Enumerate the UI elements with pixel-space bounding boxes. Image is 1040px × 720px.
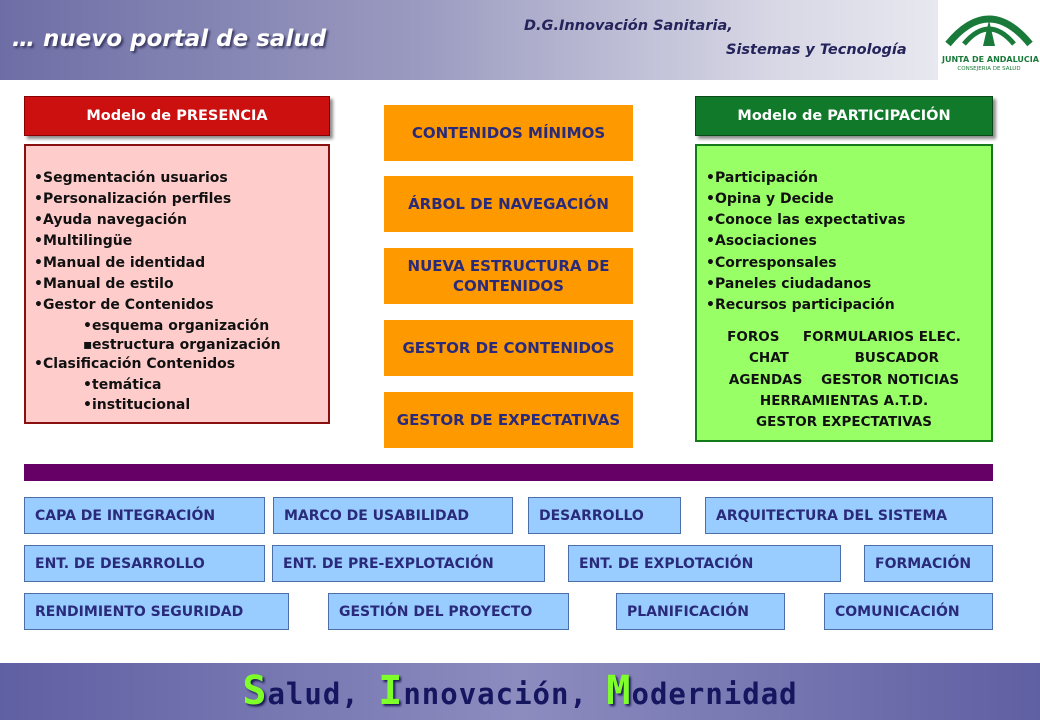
list-item: •Conoce las expectativas xyxy=(706,212,906,228)
tool-line: GESTOR EXPECTATIVAS xyxy=(756,414,932,430)
junta-andalucia-logo-icon xyxy=(945,15,1033,47)
gestor-expectativas-box: GESTOR DE EXPECTATIVAS xyxy=(384,392,633,448)
tag-planificacion: PLANIFICACIÓN xyxy=(616,593,785,630)
footer-motto: Salud, Innovación, Modernidad xyxy=(242,668,798,714)
list-item: •Recursos participación xyxy=(706,297,895,313)
participacion-panel xyxy=(695,144,993,442)
list-item: •Opina y Decide xyxy=(706,191,834,207)
tag-ent-explotacion: ENT. DE EXPLOTACIÓN xyxy=(568,545,841,582)
gestor-contenidos-box: GESTOR DE CONTENIDOS xyxy=(384,320,633,376)
tool-line: HERRAMIENTAS A.T.D. xyxy=(759,393,929,409)
footer-banner xyxy=(0,663,1040,720)
list-item: •Segmentación usuarios xyxy=(34,170,228,186)
header-banner xyxy=(0,0,1040,80)
list-item: •Manual de estilo xyxy=(34,276,174,292)
list-item: •Manual de identidad xyxy=(34,255,206,271)
participacion-model-header: Modelo de PARTICIPACIÓN xyxy=(695,96,993,136)
tag-capa-integracion: CAPA DE INTEGRACIÓN xyxy=(24,497,265,534)
contenidos-minimos-box: CONTENIDOS MÍNIMOS xyxy=(384,105,633,161)
arbol-navegacion-box: ÁRBOL DE NAVEGACIÓN xyxy=(384,176,633,232)
tag-rendimiento-seguridad: RENDIMIENTO SEGURIDAD xyxy=(24,593,289,630)
portal-tagline: … nuevo portal de salud xyxy=(12,26,327,52)
list-item: •Gestor de Contenidos xyxy=(34,297,214,313)
sub-list-item: •esquema organización xyxy=(83,318,270,334)
tag-ent-desarrollo: ENT. DE DESARROLLO xyxy=(24,545,265,582)
logo-title: JUNTA DE ANDALUCIA xyxy=(942,55,1039,64)
tool-line: FOROS FORMULARIOS ELEC. xyxy=(727,329,961,345)
nueva-estructura-box: NUEVA ESTRUCTURA DE CONTENIDOS xyxy=(384,248,633,304)
list-item: •Clasificación Contenidos xyxy=(34,356,236,372)
list-item: •Participación xyxy=(706,170,818,186)
tag-arquitectura-sistema: ARQUITECTURA DEL SISTEMA xyxy=(705,497,993,534)
sub-list-item: ▪estructura organización xyxy=(83,337,281,353)
list-item: •Personalización perfiles xyxy=(34,191,232,207)
list-item: •Ayuda navegación xyxy=(34,212,187,228)
tag-desarrollo: DESARROLLO xyxy=(528,497,681,534)
sub-list-item: •institucional xyxy=(83,397,191,413)
section-divider xyxy=(24,464,993,481)
list-item: •Multilingüe xyxy=(34,233,133,249)
tool-line: CHAT BUSCADOR xyxy=(748,350,940,366)
presencia-panel xyxy=(24,144,330,424)
presencia-model-header: Modelo de PRESENCIA xyxy=(24,96,330,136)
logo-subtitle: CONSEJERIA DE SALUD xyxy=(957,66,1021,72)
list-item: •Corresponsales xyxy=(706,255,837,271)
department-line-2: Sistemas y Tecnología xyxy=(726,42,907,58)
sub-list-item: •temática xyxy=(83,377,162,393)
department-line-1: D.G.Innovación Sanitaria, xyxy=(524,18,733,34)
junta-andalucia-logo xyxy=(938,0,1040,80)
list-item: •Paneles ciudadanos xyxy=(706,276,872,292)
list-item: •Asociaciones xyxy=(706,233,817,249)
tag-gestion-proyecto: GESTIÓN DEL PROYECTO xyxy=(328,593,569,630)
tool-line: AGENDAS GESTOR NOTICIAS xyxy=(728,372,960,388)
tag-ent-pre-explotacion: ENT. DE PRE-EXPLOTACIÓN xyxy=(272,545,545,582)
tag-comunicacion: COMUNICACIÓN xyxy=(824,593,993,630)
tag-marco-usabilidad: MARCO DE USABILIDAD xyxy=(273,497,513,534)
tag-formacion: FORMACIÓN xyxy=(864,545,993,582)
